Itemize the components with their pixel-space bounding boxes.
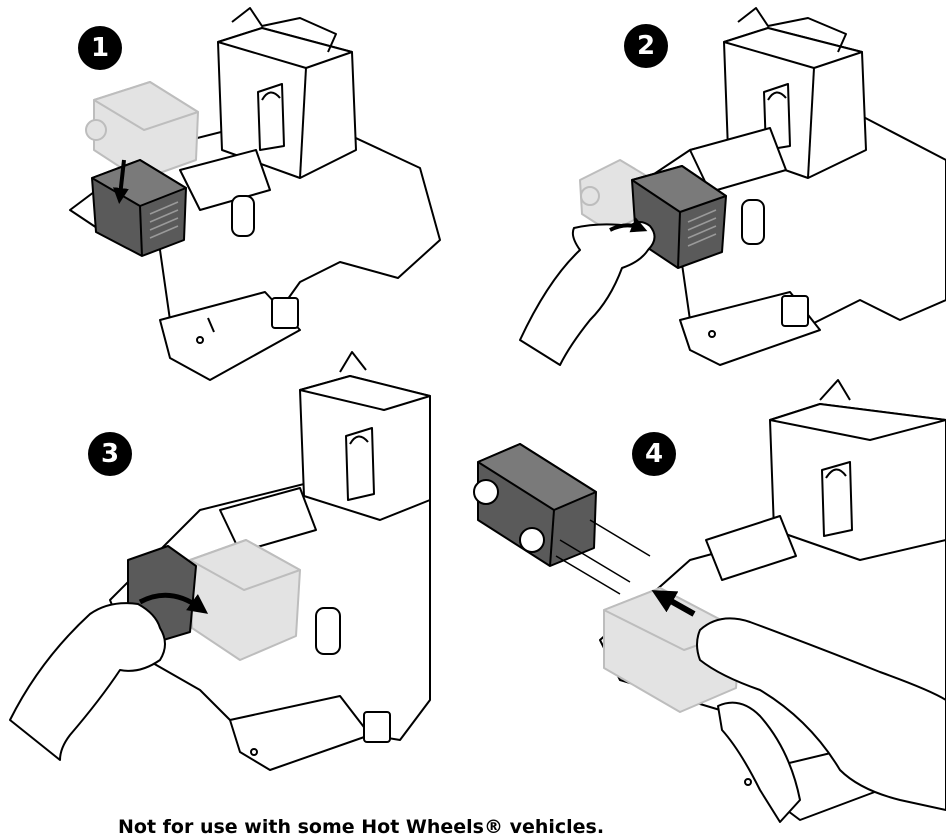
step4-push-arrow: [651, 590, 696, 617]
step1-down-arrow: [112, 159, 129, 204]
step4-hand: [696, 617, 946, 811]
step3-hole: [250, 748, 258, 756]
step-3-badge: 3: [88, 432, 132, 476]
step2-ghost-car: [579, 159, 651, 233]
step-4-badge: 4: [632, 432, 676, 476]
step2-hole: [708, 330, 716, 338]
step1-cartridge: [91, 159, 187, 257]
step3-hand: [9, 602, 166, 761]
step4-building: [769, 379, 946, 561]
step3-launcher-post: [315, 607, 341, 655]
step-1-badge: 1: [78, 26, 122, 70]
step2-launcher-arm: [689, 127, 787, 193]
step-2-badge: 2: [624, 24, 668, 68]
step4-motion-lines: [555, 519, 651, 595]
step3-track: [229, 695, 371, 771]
step1-ghost-cartridge: [85, 81, 199, 187]
step3-lock-clip: [363, 711, 391, 743]
step3-rotate-arrow: [138, 592, 209, 614]
compatibility-note: Not for use with some Hot Wheels® vehicl…: [118, 816, 605, 835]
step4-launched-car: [473, 443, 597, 567]
step3-ghost-cartridge: [189, 539, 301, 661]
step1-lock-clip: [271, 297, 299, 329]
step2-pull-arrow: [609, 217, 648, 233]
step1-launcher-post: [231, 195, 255, 237]
step1-panel: [69, 7, 441, 381]
step2-panel: [519, 7, 946, 366]
step4-hole: [744, 778, 752, 786]
step3-launcher-arm: [219, 487, 317, 553]
step2-hand: [519, 221, 656, 366]
step1-building: [217, 7, 357, 179]
step4-launcher-arm: [705, 515, 797, 581]
step4-thumb: [717, 701, 801, 823]
step1-track: [159, 291, 301, 381]
step2-launcher-post: [741, 199, 765, 245]
step1-launcher-arm: [179, 149, 271, 211]
step4-panel: [473, 379, 946, 823]
step3-building: [299, 351, 431, 521]
step3-panel: [9, 351, 431, 771]
step1-slot-mark: [207, 317, 215, 333]
step1-hole: [196, 336, 204, 344]
step2-lock-clip: [781, 295, 809, 327]
